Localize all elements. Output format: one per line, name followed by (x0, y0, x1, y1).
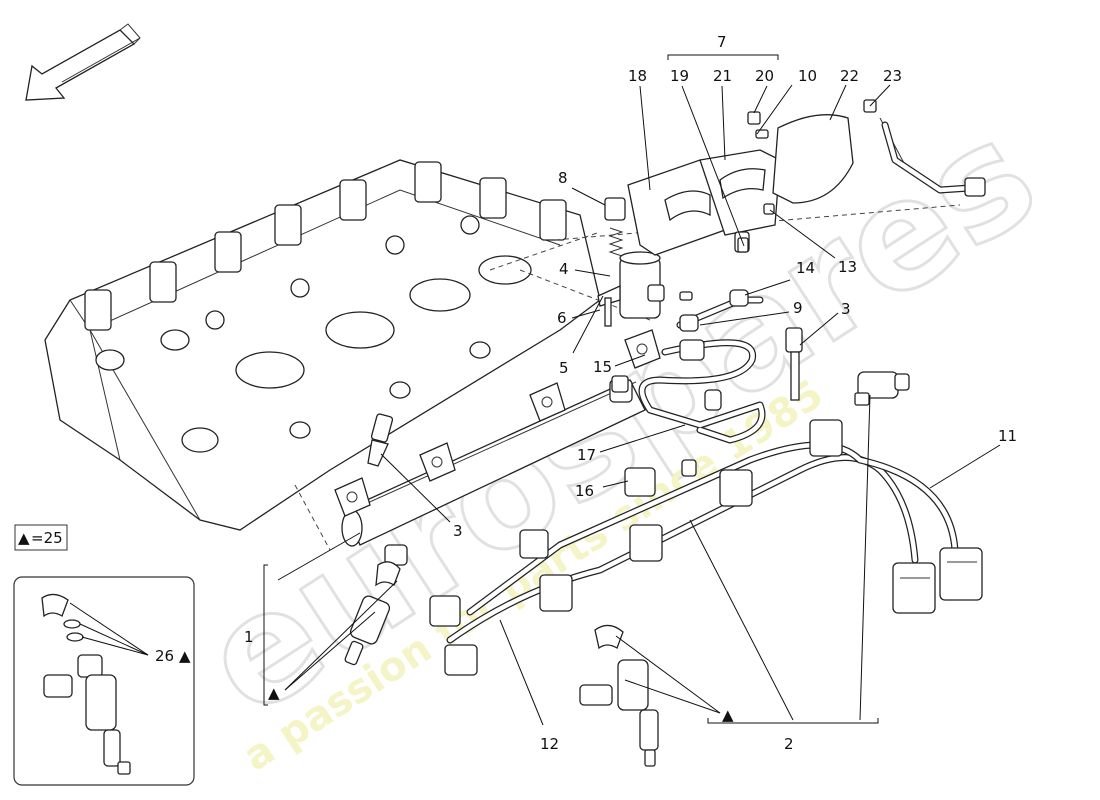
legend-key-symbol: ▲ (18, 529, 30, 547)
triangle-marker-icon: ▲ (268, 684, 280, 702)
injector-seal-kit-inset (13, 576, 195, 786)
callout-19: 19 (670, 67, 689, 85)
legend-key: ▲ =25 (14, 524, 68, 551)
callout-18: 18 (628, 67, 647, 85)
callout-16: 16 (575, 482, 594, 500)
fuel-injector-left (344, 561, 401, 666)
fuel-line-curved (638, 339, 766, 444)
cylinder-head (44, 159, 601, 531)
callout-8: 8 (558, 169, 568, 187)
rail-bolt-right (785, 327, 803, 401)
callout-22: 22 (840, 67, 859, 85)
pressure-sensor (964, 177, 986, 197)
pump-bracket (627, 149, 781, 256)
seal-15 (611, 375, 629, 393)
heat-shield-plate (772, 114, 854, 204)
callout-2: 2 (784, 735, 794, 753)
rail-bolt-left (367, 413, 394, 467)
callout-3b: 3 (841, 300, 851, 318)
callout-5: 5 (559, 359, 569, 377)
callout-11: 11 (998, 427, 1017, 445)
callout-13: 13 (838, 258, 857, 276)
callout-10: 10 (798, 67, 817, 85)
callout-4: 4 (559, 260, 569, 278)
callout-15: 15 (593, 358, 612, 376)
head-ports (95, 215, 532, 453)
callout-14: 14 (796, 259, 815, 277)
triangle-markers: ▲ ▲ ▲ (179, 647, 734, 724)
harness-connectors (429, 419, 843, 676)
callout-1: 1 (244, 628, 254, 646)
rail-mounting-tabs (334, 329, 661, 517)
leader-lines (69, 84, 1001, 726)
tappet-8 (604, 197, 626, 221)
high-pressure-pump (597, 197, 665, 327)
clip-20 (747, 111, 761, 125)
triangle-marker-icon: ▲ (722, 706, 734, 724)
injector-wiring-harness (429, 419, 983, 676)
callout-9: 9 (793, 299, 803, 317)
triangle-marker-icon: ▲ (179, 647, 191, 665)
pump-stud-6 (604, 297, 612, 327)
bolt-13 (763, 203, 775, 215)
bolt-10 (755, 129, 769, 139)
callout-3a: 3 (453, 522, 463, 540)
callout-17: 17 (577, 446, 596, 464)
callout-21: 21 (713, 67, 732, 85)
callout-12: 12 (540, 735, 559, 753)
fuel-line-pump-to-rail (676, 289, 764, 332)
group-brackets (263, 54, 879, 724)
callout-20: 20 (755, 67, 774, 85)
callout-26: 26 (155, 647, 174, 665)
legend-key-text: =25 (31, 529, 63, 547)
fuel-injector-bottom (579, 624, 659, 767)
front-direction-arrow-icon (25, 23, 141, 101)
callout-6: 6 (557, 309, 567, 327)
fasteners (611, 99, 986, 477)
harness-end-connectors (892, 547, 983, 614)
fuel-rail (334, 329, 661, 566)
union-14 (679, 291, 693, 301)
bolt-19 (737, 237, 749, 253)
knock-sensor (854, 371, 910, 406)
callout-7: 7 (717, 33, 727, 51)
callout-labels: 1 2 3 3 4 5 6 7 8 9 10 11 12 13 14 15 16… (155, 33, 1017, 753)
callout-23: 23 (883, 67, 902, 85)
alignment-lines (294, 204, 961, 551)
cam-towers (84, 161, 567, 331)
plug-16 (681, 459, 697, 477)
